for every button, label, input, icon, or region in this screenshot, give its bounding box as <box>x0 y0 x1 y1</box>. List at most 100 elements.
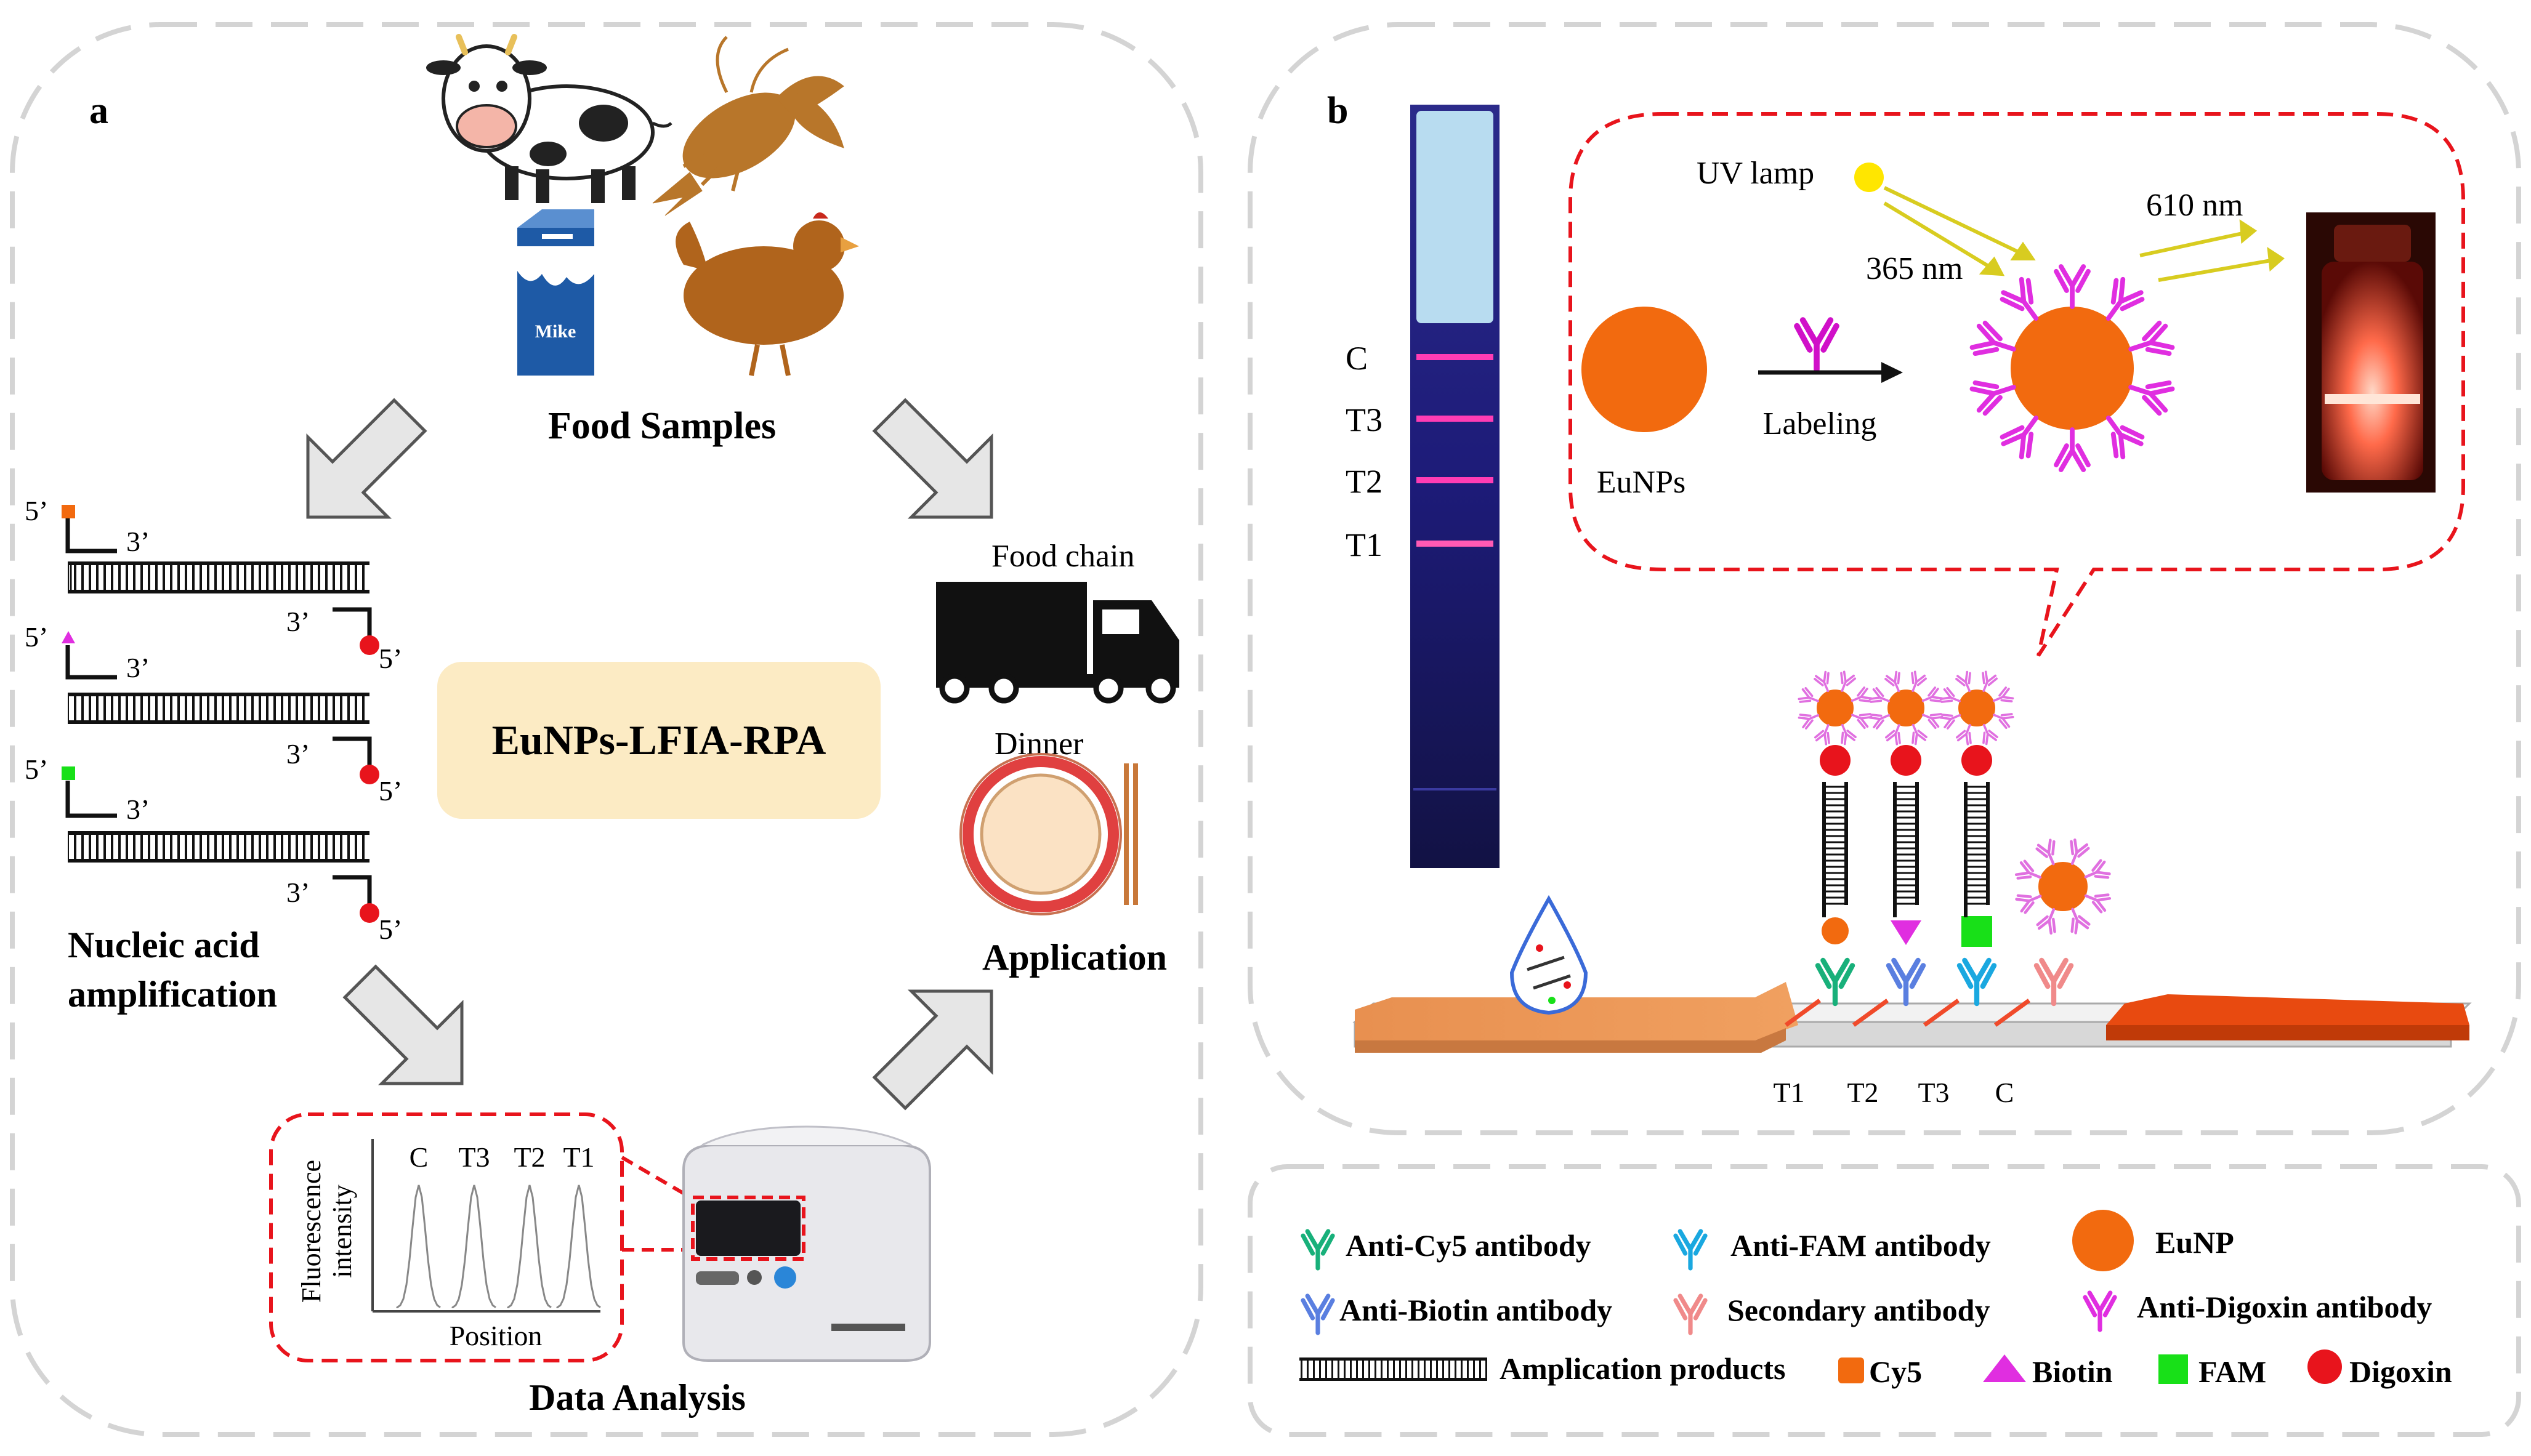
chart-peak <box>396 1185 441 1308</box>
legend-dna-rung <box>1485 1361 1487 1378</box>
dna-strand-1: 5’ 3’ 3’ 5’ <box>25 495 402 674</box>
strip-label-t1: T1 <box>1346 526 1383 563</box>
legend-dna-rung <box>1338 1361 1339 1378</box>
five-prime-label: 5’ <box>379 775 402 806</box>
legend-dna-rung <box>1393 1361 1395 1378</box>
legend-cy5-label: Cy5 <box>1869 1354 1922 1389</box>
dinner-label: Dinner <box>995 726 1083 762</box>
legend-dna-rung <box>1424 1361 1426 1378</box>
chart-peak <box>507 1185 552 1308</box>
capture-antibody-shape <box>1889 960 1923 1004</box>
strip-label-t2: T2 <box>1346 463 1383 500</box>
labeling-antibody-icon <box>1797 320 1836 369</box>
legend-dna-rung <box>1448 1361 1450 1378</box>
capture-complex-fam <box>1939 670 2015 1004</box>
legend-eunp-label: EuNP <box>2155 1225 2234 1260</box>
legend-anti-biotin: Anti-Biotin antibody <box>1303 1293 1612 1333</box>
cow-icon <box>426 34 672 203</box>
legend-dna-rung <box>1362 1361 1364 1378</box>
uv-lamp-label: UV lamp <box>1697 156 1814 191</box>
legend-dna-rung <box>1405 1361 1407 1378</box>
strip-photo <box>1410 105 1500 868</box>
eunp-antibody <box>2056 267 2088 307</box>
milk-label: Mike <box>535 321 576 342</box>
eunp-particle <box>1887 690 1924 726</box>
test-line-t3: T3 <box>1918 1077 1949 1108</box>
eunp-antibody <box>1971 321 2019 364</box>
chart-peak-label: T2 <box>514 1141 545 1173</box>
chicken-icon <box>676 212 859 376</box>
panel-b: b C T3 T2 T1 UV lamp 365 nm 610 nm <box>1248 22 2521 1135</box>
strip-labels: C T3 T2 T1 <box>1346 340 1383 563</box>
legend-dna-rung <box>1301 1361 1302 1378</box>
three-prime-label: 3’ <box>286 877 310 908</box>
three-prime-label: 3’ <box>126 652 150 683</box>
legend-fam-label: FAM <box>2198 1354 2266 1389</box>
strip-label-c: C <box>1346 340 1368 377</box>
eunp-antibody <box>2126 372 2174 415</box>
arrow-up-right <box>872 989 993 1111</box>
labeling-arrow-head <box>1881 362 1903 383</box>
capture-complexes <box>1797 670 2111 1004</box>
vial-photo <box>2306 212 2436 493</box>
panel-a: a <box>10 22 1203 1437</box>
eunp-particle <box>1958 690 1995 726</box>
legend-dna-rung <box>1356 1361 1358 1378</box>
truck-icon <box>936 582 1179 704</box>
dna-strand-3: 5’ 3’ 3’ 5’ <box>25 754 402 945</box>
three-prime-label: 3’ <box>126 526 150 557</box>
legend-eunp: EuNP <box>2072 1210 2234 1271</box>
lfa-strip <box>1352 982 2472 1053</box>
uv-light-rays <box>1883 186 2036 276</box>
legend-anti-digoxin-label: Anti-Digoxin antibody <box>2137 1290 2432 1324</box>
biotin-tag <box>1891 920 1921 945</box>
three-prime-label: 3’ <box>286 738 310 770</box>
legend-cy5: Cy5 <box>1838 1354 1922 1389</box>
method-label: EuNPs-LFIA-RPA <box>492 717 826 763</box>
legend-dna-rung <box>1325 1361 1327 1378</box>
food-samples-label: Food Samples <box>548 405 776 447</box>
digoxin-tag <box>1961 745 1992 776</box>
panel-b-border <box>1248 22 2521 1135</box>
emission-rays <box>2139 219 2285 282</box>
eunp-particle <box>1581 307 1707 432</box>
panel-a-border <box>10 22 1203 1437</box>
legend-dna-rung <box>1418 1361 1419 1378</box>
capture-antibody <box>1889 960 1923 1004</box>
legend-fam: FAM <box>2158 1354 2266 1389</box>
chart-ylabel-1: Fluorescence <box>296 1160 326 1303</box>
capture-antibody <box>1960 960 1994 1004</box>
eunp-particle <box>1817 690 1854 726</box>
legend-border <box>1248 1164 2521 1437</box>
digoxin-tag <box>1820 745 1851 776</box>
chart-peak-label: T3 <box>458 1141 490 1173</box>
legend-dna-rung <box>1455 1361 1456 1378</box>
legend-dna-rung <box>1344 1361 1346 1378</box>
reader-device <box>682 1125 931 1362</box>
secondary-antibody <box>2037 960 2071 1004</box>
capture-antibody <box>1818 960 1852 1004</box>
lobster-icon <box>652 36 844 216</box>
food-chain-label: Food chain <box>991 539 1135 574</box>
reader-screen-highlight <box>691 1196 805 1261</box>
test-line-labels: T1 T2 T3 C <box>1773 1077 2014 1108</box>
three-prime-label: 3’ <box>126 794 150 825</box>
five-prime-label: 5’ <box>25 621 48 653</box>
legend-dna-rung <box>1350 1361 1352 1378</box>
capture-antibody-shape <box>1818 960 1852 1004</box>
chart-peak-label: T1 <box>563 1141 594 1173</box>
plate-icon <box>959 753 1138 915</box>
legend-dna-rung <box>1331 1361 1333 1378</box>
labeled-eunp <box>1971 267 2174 470</box>
five-prime-label: 5’ <box>379 914 402 945</box>
legend-anti-fam-label: Anti-FAM antibody <box>1730 1228 1991 1263</box>
sample-droplet <box>1509 895 1588 1015</box>
capture-antibody-shape <box>1960 960 1994 1004</box>
legend-anti-fam: Anti-FAM antibody <box>1676 1228 1991 1268</box>
labeling-callout <box>1568 112 2465 657</box>
uv-lamp-icon <box>1854 163 1884 192</box>
method-box <box>437 662 881 819</box>
five-prime-label: 5’ <box>379 643 402 674</box>
nucleic-label-line2: amplification <box>68 974 277 1015</box>
